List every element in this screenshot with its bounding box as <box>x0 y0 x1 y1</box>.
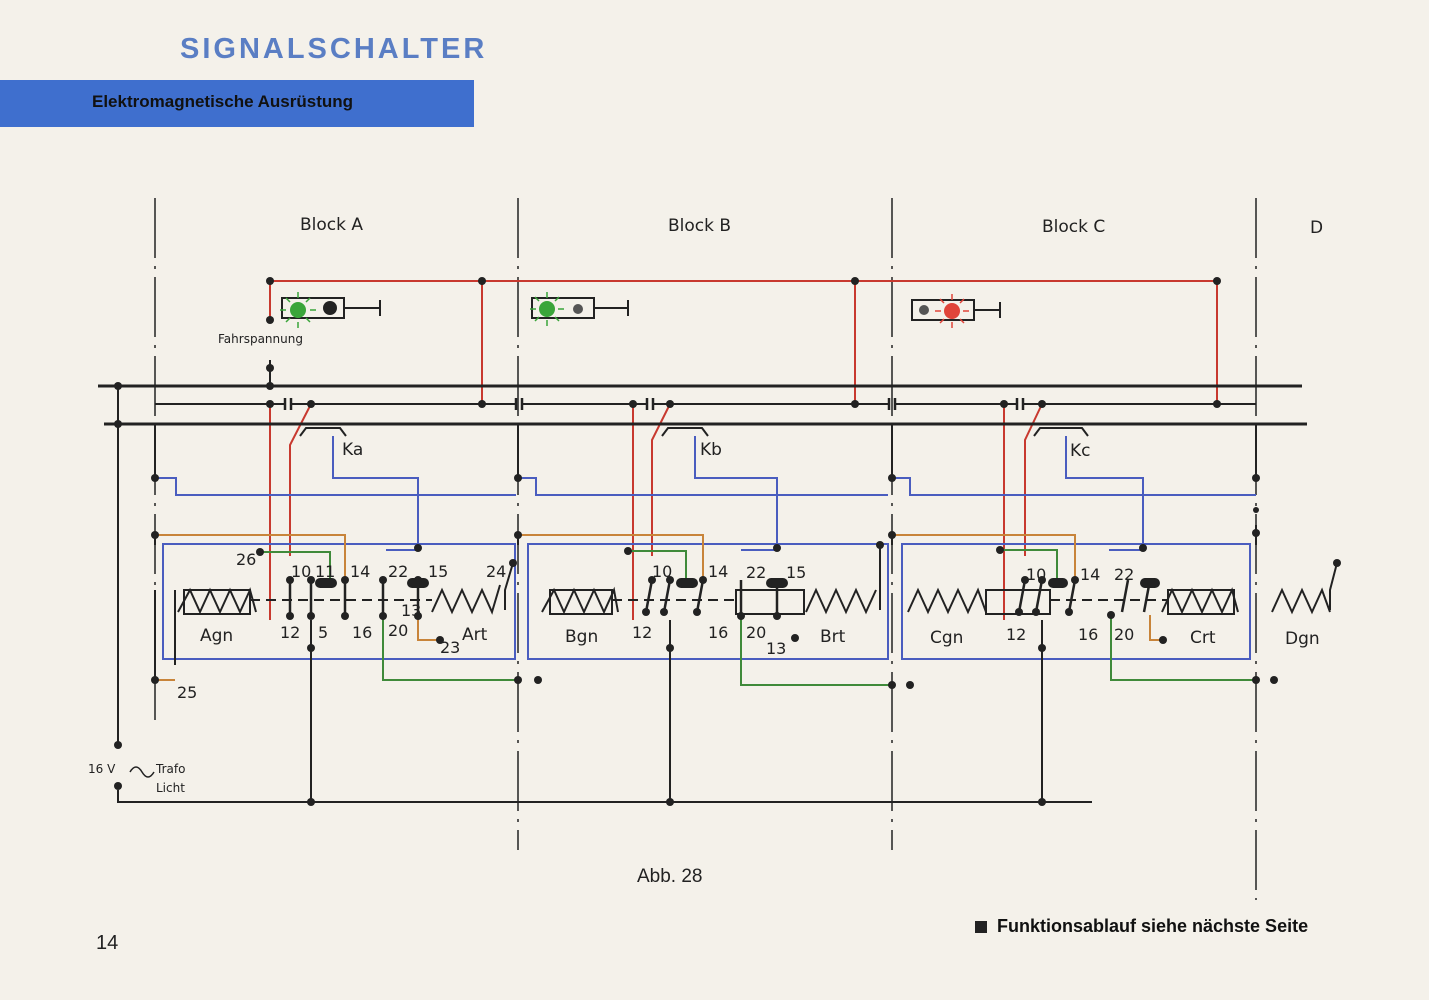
block-c-label: Block C <box>1042 217 1105 237</box>
transformer-voltage: 16 V <box>88 762 116 776</box>
contact-rail-kb-label: Kb <box>700 440 722 460</box>
block-dividers <box>154 198 1257 900</box>
terminal-label: 20 <box>388 621 408 640</box>
coil-dgn-label: Dgn <box>1285 629 1320 649</box>
square-bullet-icon <box>975 920 987 933</box>
supply-label: Fahrspannung <box>218 332 303 346</box>
coil-brt <box>735 587 877 615</box>
terminal-label: 5 <box>318 623 328 642</box>
signal-c-red-lamp <box>944 303 960 319</box>
signal-b <box>531 297 629 319</box>
track-rails <box>98 384 1307 426</box>
terminal-label: 12 <box>280 623 300 642</box>
signal-b-glow <box>530 292 564 326</box>
terminal-label: 14 <box>350 562 370 581</box>
coil-dgn <box>1271 587 1331 615</box>
coil-art <box>431 584 501 615</box>
coil-bgn-label: Bgn <box>565 627 598 647</box>
coil-agn <box>177 587 257 615</box>
terminal-label: 16 <box>708 623 728 642</box>
signal-a-green-lamp <box>290 302 306 318</box>
contact-rails <box>299 427 1089 437</box>
terminal-label: 25 <box>177 683 197 702</box>
footer-note: Funktionsablauf siehe nächste Seite <box>975 916 1308 937</box>
signal-b-green-lamp <box>539 301 555 317</box>
terminal-label: 12 <box>632 623 652 642</box>
signal-a <box>281 297 381 319</box>
green-wires <box>260 549 1256 686</box>
terminal-label: 26 <box>236 550 256 569</box>
page-title: SIGNALSCHALTER <box>180 33 488 65</box>
coil-cgn-label: Cgn <box>930 628 963 648</box>
section-subtitle: Elektromagnetische Ausrüstung <box>92 92 354 111</box>
terminal-label: 16 <box>1078 625 1098 644</box>
block-a-label: Block A <box>300 215 363 235</box>
terminal-label: 20 <box>1114 625 1134 644</box>
terminal-label: 22 <box>746 563 766 582</box>
page-number: 14 <box>96 932 119 954</box>
terminal-label: 10 <box>291 562 311 581</box>
terminal-label: 22 <box>1114 565 1134 584</box>
block-b-label: Block B <box>668 216 731 236</box>
coil-bgn <box>541 586 619 615</box>
terminal-label: 22 <box>388 562 408 581</box>
coil-art-label: Art <box>462 625 488 645</box>
terminal-label: 10 <box>1026 565 1046 584</box>
terminal-label: 16 <box>352 623 372 642</box>
rail-insulators <box>283 398 1025 410</box>
terminal-label: 12 <box>1006 625 1026 644</box>
contact-bridges <box>315 578 1160 588</box>
coil-cgn <box>907 587 1051 615</box>
terminal-label: 13 <box>766 639 786 658</box>
coil-crt <box>1161 587 1239 615</box>
coil-crt-label: Crt <box>1190 628 1216 648</box>
ac-wave-icon <box>129 766 155 778</box>
signal-c-glow <box>935 294 969 328</box>
terminal-labels-b: 10 14 22 15 12 16 20 13 <box>632 562 806 658</box>
section-banner: Elektromagnetische Ausrüstung <box>0 80 474 127</box>
block-d-label: D <box>1310 218 1323 238</box>
terminal-labels-c: 10 14 22 12 16 20 <box>1006 565 1134 644</box>
transformer-name: Trafo <box>155 762 185 776</box>
terminal-label: 11 <box>315 562 335 581</box>
terminal-label: 14 <box>708 562 728 581</box>
terminal-label: 20 <box>746 623 766 642</box>
terminal-label: 14 <box>1080 565 1100 584</box>
switch-contacts <box>288 579 1152 616</box>
terminal-labels-a: 26 10 11 14 22 15 24 12 5 16 20 13 23 25 <box>177 550 506 702</box>
transformer-use: Licht <box>156 781 185 795</box>
terminal-label: 15 <box>786 563 806 582</box>
figure-caption: Abb. 28 <box>637 866 703 887</box>
contact-rail-ka-label: Ka <box>342 440 363 460</box>
blue-wires <box>155 436 1256 660</box>
signal-c-dark-lamp <box>919 305 929 315</box>
contact-rail-kc-label: Kc <box>1070 441 1091 461</box>
terminal-label: 23 <box>440 638 460 657</box>
coil-agn-label: Agn <box>200 626 233 646</box>
signal-b-dark-lamp <box>573 304 583 314</box>
signal-a-glow <box>280 292 316 328</box>
terminal-label: 15 <box>428 562 448 581</box>
terminal-label: 13 <box>401 601 421 620</box>
junction-dots <box>114 277 1341 806</box>
footer-note-text: Funktionsablauf siehe nächste Seite <box>997 916 1309 936</box>
terminal-label: 24 <box>486 562 506 581</box>
orange-wires <box>155 534 1163 681</box>
terminal-label: 10 <box>652 562 672 581</box>
coil-brt-label: Brt <box>820 627 846 647</box>
signal-a-dark-lamp <box>323 301 337 315</box>
